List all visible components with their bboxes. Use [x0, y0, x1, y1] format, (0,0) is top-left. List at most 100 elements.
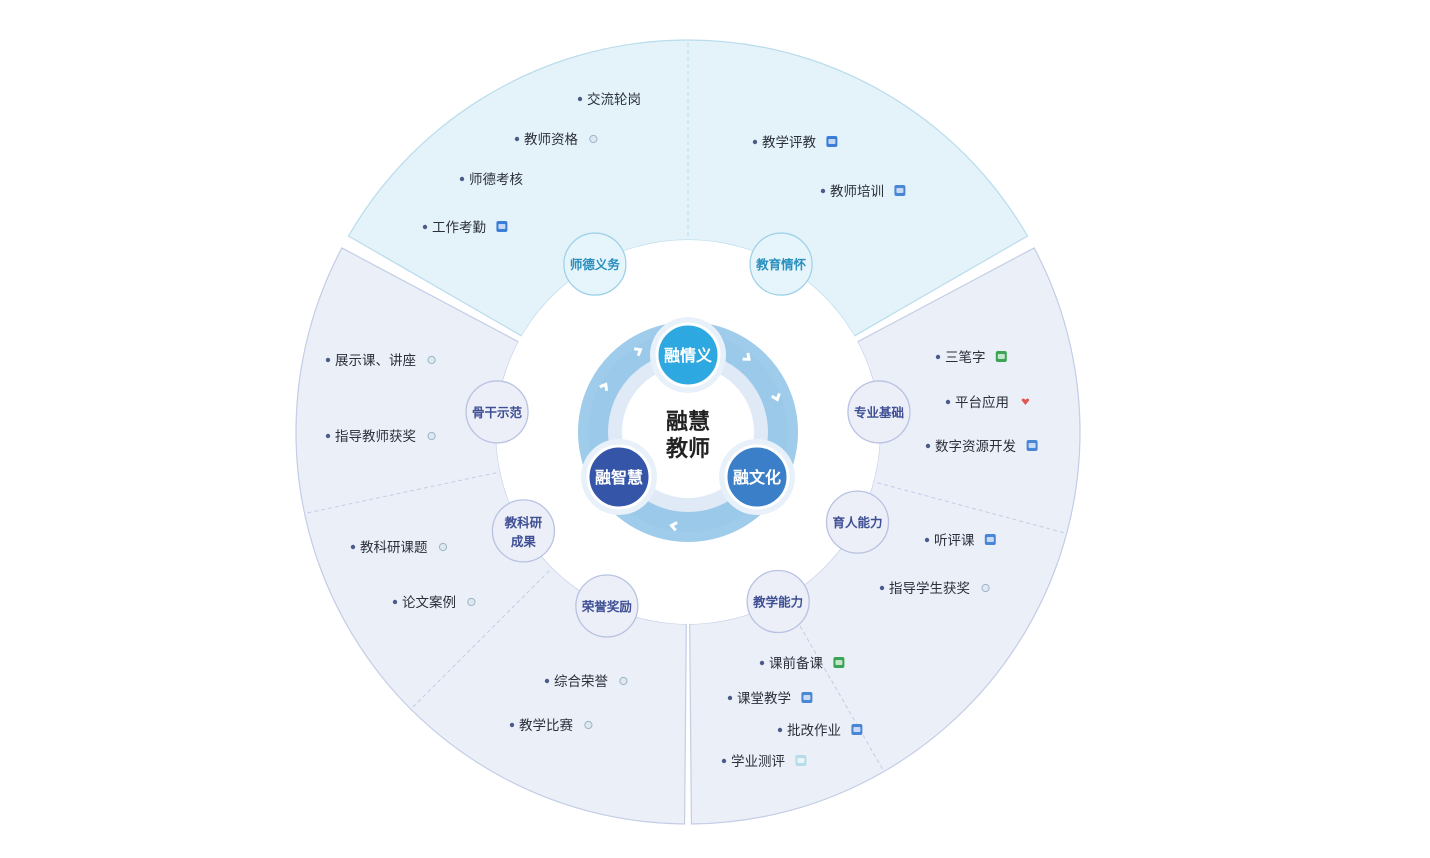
- sector-divider: [411, 570, 550, 709]
- leaf-item[interactable]: 教学评教: [752, 135, 838, 151]
- category-node-circle: [563, 232, 627, 296]
- leaf-label: 课堂教学: [737, 691, 791, 707]
- bullet-dot: [924, 537, 930, 543]
- leaf-label: 听评课: [934, 533, 975, 549]
- center-title-line1: 融慧: [666, 410, 710, 435]
- category-node-zhuanye[interactable]: 专业基础: [847, 380, 911, 444]
- leaf-item[interactable]: 指导教师获奖: [325, 428, 436, 445]
- hub-zhihui[interactable]: 融智慧: [581, 439, 657, 515]
- bullet-dot: [820, 188, 826, 194]
- bullet-dot: [945, 399, 951, 405]
- dot-icon: [584, 720, 593, 730]
- category-node-circle: [825, 490, 890, 554]
- category-node-circle: [749, 232, 813, 296]
- leaf-item[interactable]: 综合荣誉: [544, 674, 628, 690]
- hub-qingyi[interactable]: 融情义: [650, 317, 726, 393]
- app-icon-glyph: [853, 727, 861, 732]
- bullet-dot: [459, 176, 465, 182]
- dot-icon: [981, 583, 990, 593]
- leaf-item[interactable]: 数字资源开发: [925, 439, 1038, 455]
- leaf-item[interactable]: 学业测评: [721, 754, 807, 770]
- category-node-jiaoyu[interactable]: 教育情怀: [749, 232, 813, 296]
- leaf-label: 教学比赛: [519, 718, 573, 734]
- category-label: 教学能力: [752, 595, 803, 610]
- leaf-item[interactable]: 师德考核: [459, 172, 523, 188]
- bullet-dot: [777, 727, 783, 733]
- category-label: 教育情怀: [755, 257, 807, 272]
- oa-icon-glyph: [498, 224, 506, 229]
- hub-wenhua[interactable]: 融文化: [719, 439, 795, 515]
- leaf-item[interactable]: 教学比赛: [509, 718, 593, 734]
- leaf-label: 教师培训: [830, 184, 884, 200]
- dot-icon: [467, 597, 476, 607]
- category-label: 专业基础: [854, 405, 904, 420]
- leaf-label: 综合荣誉: [554, 674, 608, 690]
- leaf-label: 指导学生获奖: [889, 580, 970, 597]
- category-label: 荣誉奖励: [581, 599, 632, 614]
- dot-icon: [427, 431, 436, 441]
- pen-icon-glyph: [997, 354, 1005, 359]
- bullet-dot: [925, 443, 931, 449]
- leaf-item[interactable]: 教师资格: [514, 132, 598, 148]
- bullet-dot: [544, 678, 550, 684]
- hub-label: 融情义: [664, 346, 712, 365]
- app-icon-glyph: [803, 695, 811, 700]
- leaf-label: 交流轮岗: [587, 91, 641, 108]
- leaf-item[interactable]: 展示课、讲座: [325, 353, 436, 369]
- leaf-item[interactable]: 教科研课题: [350, 540, 448, 556]
- category-node-gugan[interactable]: 骨干示范: [465, 380, 529, 444]
- oa-icon-glyph: [828, 139, 836, 144]
- category-node-shide[interactable]: 师德义务: [563, 232, 627, 296]
- leaf-item[interactable]: 教师培训: [820, 184, 906, 200]
- leaf-item[interactable]: 指导学生获奖: [879, 580, 990, 597]
- bullet-dot: [325, 357, 331, 363]
- hub-label: 融智慧: [595, 468, 643, 487]
- leaf-item[interactable]: 工作考勤: [422, 220, 508, 236]
- sector-dividers: [306, 42, 1065, 770]
- bullet-dot: [752, 139, 758, 145]
- sector-bottom-left: [295, 247, 687, 825]
- bullet-dot: [577, 96, 583, 102]
- leaf-label: 教学评教: [762, 135, 816, 151]
- category-label: 师德义务: [570, 257, 621, 272]
- leaf-label: 师德考核: [469, 172, 523, 188]
- leaf-label: 批改作业: [787, 723, 841, 739]
- leaf-label: 教师资格: [524, 132, 578, 148]
- category-node-circle: [847, 380, 911, 444]
- leaf-item[interactable]: 课堂教学: [727, 691, 813, 707]
- category-node-jiaoxue[interactable]: 教学能力: [746, 569, 810, 634]
- sector-divider: [877, 482, 1065, 534]
- leaf-label: 学业测评: [731, 754, 785, 770]
- category-label-line1: 教科研: [504, 515, 543, 530]
- category-label: 育人能力: [833, 515, 883, 530]
- bullet-dot: [727, 695, 733, 701]
- bullet-dot: [509, 722, 515, 728]
- leaf-item[interactable]: 平台应用: [945, 394, 1030, 411]
- category-node-circle: [465, 380, 529, 444]
- leaf-item[interactable]: 三笔字: [935, 350, 1007, 366]
- category-node-yuren[interactable]: 育人能力: [825, 490, 890, 554]
- leaf-item[interactable]: 批改作业: [777, 723, 863, 739]
- hub-bubble: [655, 322, 721, 388]
- leaf-label: 课前备课: [769, 655, 823, 672]
- chevron-icon: [633, 347, 643, 357]
- leaf-item[interactable]: 听评课: [924, 533, 996, 549]
- leaf-item[interactable]: 交流轮岗: [577, 91, 641, 108]
- hub-bubble: [724, 444, 790, 510]
- category-node-circle: [746, 569, 810, 634]
- category-node-rongyu[interactable]: 荣誉奖励: [575, 574, 639, 638]
- sector-divider: [785, 601, 884, 770]
- center-title-line2: 教师: [666, 436, 710, 462]
- bullet-dot: [879, 585, 885, 591]
- leaf-item[interactable]: 论文案例: [392, 594, 476, 611]
- dot-icon: [438, 542, 448, 552]
- hub-label: 融文化: [733, 468, 781, 487]
- leaf-label: 平台应用: [955, 394, 1009, 411]
- bullet-dot: [325, 433, 331, 439]
- category-node-circle: [575, 574, 639, 638]
- leaf-item[interactable]: 课前备课: [759, 655, 845, 672]
